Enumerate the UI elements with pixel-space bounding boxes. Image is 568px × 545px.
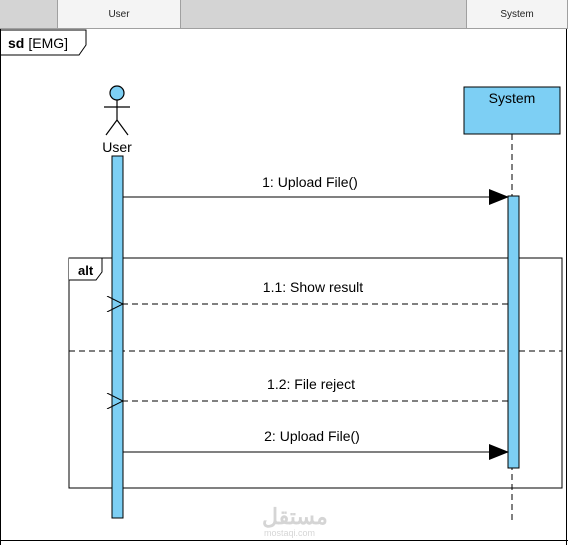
user-activation-bar[interactable]	[111, 155, 124, 519]
message-1-1-label: 1.1: Show result	[263, 279, 363, 295]
alt-operator-label: alt	[78, 263, 94, 278]
svg-text:mostaqi.com: mostaqi.com	[264, 528, 315, 538]
frame-title: sd[EMG]	[8, 35, 68, 51]
watermark-logo: مستقل mostaqi.com	[262, 504, 328, 538]
alt-fragment-tab	[69, 257, 103, 281]
message-1-2-label: 1.2: File reject	[267, 376, 355, 392]
alt-fragment[interactable]	[68, 257, 563, 489]
user-column-header[interactable]: User	[57, 0, 181, 28]
user-actor-icon[interactable]	[104, 85, 130, 136]
user-actor-label: User	[102, 139, 132, 155]
svg-text:مستقل: مستقل	[262, 504, 328, 529]
message-2-label: 2: Upload File()	[264, 428, 360, 444]
system-lifeline-label: System	[489, 90, 536, 106]
frame-tab	[1, 29, 87, 56]
system-column-header[interactable]: System	[466, 0, 568, 28]
system-lifeline-head[interactable]	[463, 86, 561, 135]
system-activation-bar[interactable]	[507, 195, 520, 469]
column-header-bar: User System	[0, 0, 568, 29]
message-1-label: 1: Upload File()	[262, 174, 358, 190]
